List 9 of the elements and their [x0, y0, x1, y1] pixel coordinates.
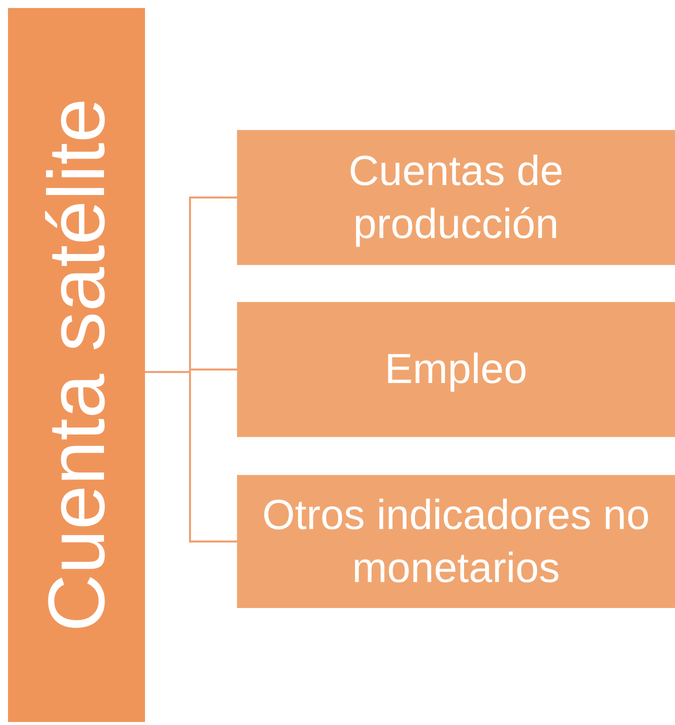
category-box: [237, 475, 675, 608]
category-label: Empleo: [384, 344, 528, 394]
vertical-title-bar: [8, 8, 145, 722]
category-box: [237, 302, 675, 437]
category-label: Otros indicadores no monetarios: [261, 490, 651, 592]
category-box: [237, 130, 675, 265]
vertical-title: Cuenta satélite: [36, 98, 116, 632]
category-label: Cuentas de producción: [348, 146, 564, 249]
connector-line: [145, 371, 237, 542]
